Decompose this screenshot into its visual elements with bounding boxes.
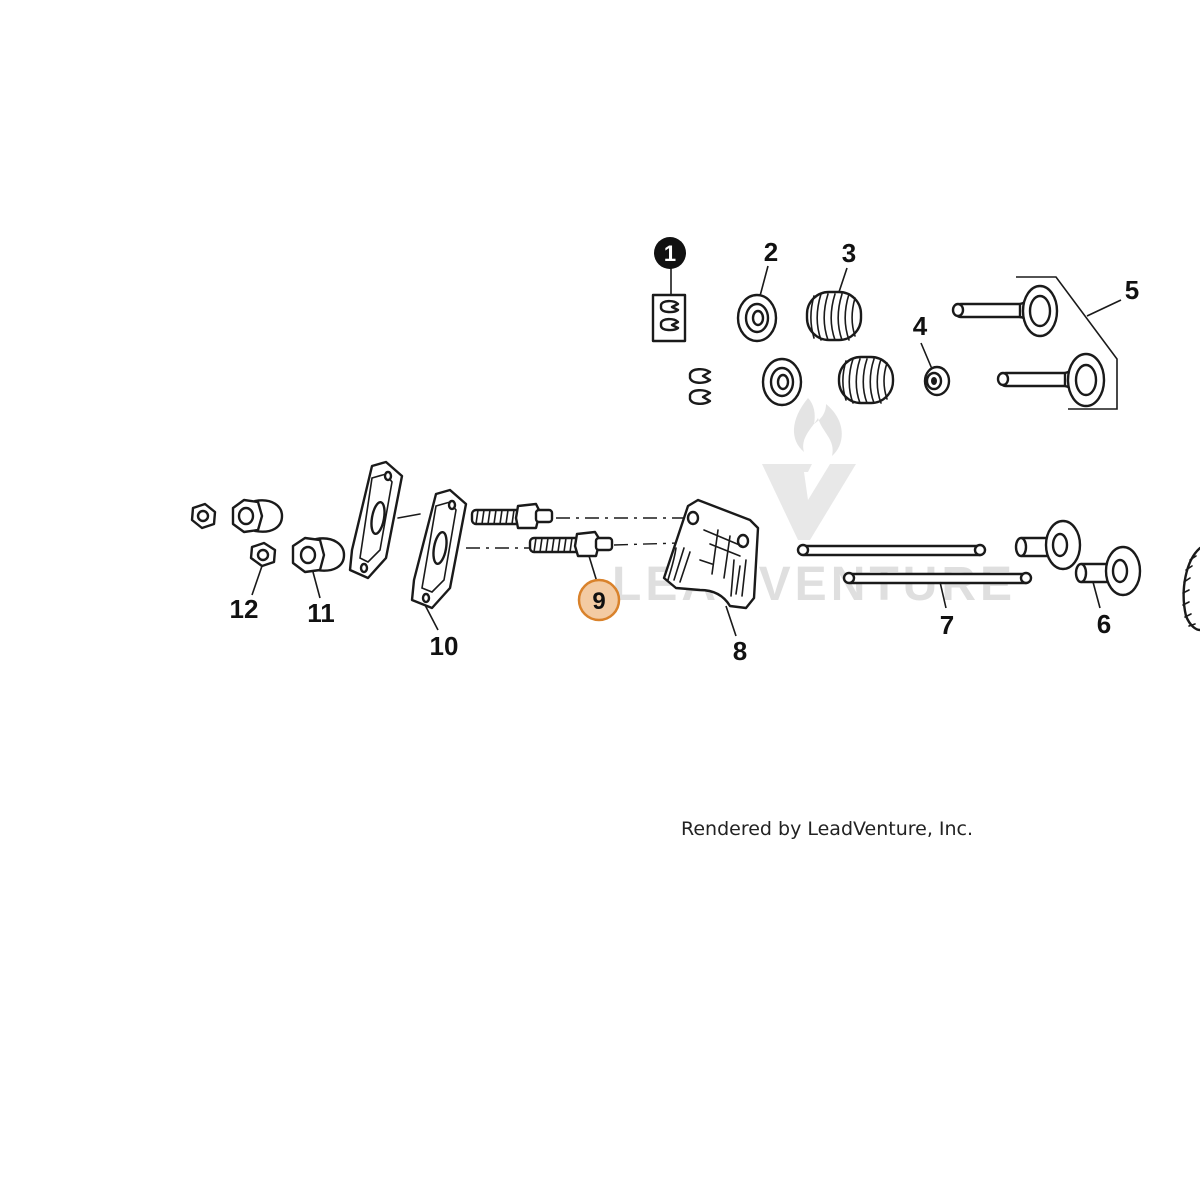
- part-rocker-stud-upper[interactable]: [470, 502, 554, 530]
- part-acorn-nut-upper[interactable]: [231, 498, 284, 534]
- part-keeper-set[interactable]: [651, 293, 687, 343]
- part-rocker-arm-front[interactable]: [410, 488, 468, 610]
- callout-1[interactable]: 1: [654, 237, 686, 269]
- callout-1-badge: [654, 237, 686, 269]
- callout-3[interactable]: 3: [842, 238, 856, 268]
- part-spring-retainer-upper[interactable]: [736, 293, 778, 343]
- part-pushrod-upper[interactable]: [796, 543, 987, 557]
- part-tappet-upper[interactable]: [1014, 519, 1082, 571]
- part-tappet-lower[interactable]: [1074, 545, 1142, 597]
- callout-8[interactable]: 8: [733, 636, 747, 666]
- part-nut-small-lower[interactable]: [249, 541, 277, 568]
- callout-9[interactable]: 9: [577, 578, 621, 622]
- part-keepers-loose[interactable]: [688, 368, 712, 405]
- part-valve-spring-lower[interactable]: [837, 355, 895, 405]
- part-cam-gear-partial: [1182, 546, 1200, 632]
- callout-9-label: 9: [592, 588, 605, 615]
- callout-12[interactable]: 12: [230, 594, 259, 624]
- part-valve-upper[interactable]: [951, 284, 1059, 338]
- part-pushrod-guide-plate[interactable]: [662, 498, 760, 610]
- callout-9-highlight: [577, 578, 621, 622]
- callout-5[interactable]: 5: [1125, 275, 1139, 305]
- callout-11[interactable]: 11: [307, 598, 335, 628]
- callout-6[interactable]: 6: [1097, 609, 1111, 639]
- footer-credit: Rendered by LeadVenture, Inc.: [681, 818, 973, 840]
- part-acorn-nut-lower[interactable]: [291, 536, 346, 574]
- part-pushrod-lower[interactable]: [842, 571, 1033, 585]
- callout-1-label: 1: [664, 241, 676, 266]
- part-spring-retainer-lower[interactable]: [761, 357, 803, 407]
- part-valve-lower[interactable]: [996, 352, 1106, 408]
- callout-4[interactable]: 4: [913, 311, 928, 341]
- part-valve-stem-seal[interactable]: [923, 365, 951, 397]
- part-rocker-arm-rear[interactable]: [348, 460, 421, 580]
- callout-7[interactable]: 7: [940, 610, 954, 640]
- callout-2[interactable]: 2: [764, 237, 778, 267]
- callout-10[interactable]: 10: [430, 631, 459, 661]
- part-rocker-stud-lower[interactable]: [528, 530, 614, 558]
- part-valve-spring-upper[interactable]: [805, 290, 863, 342]
- part-nut-small-upper[interactable]: [190, 502, 217, 530]
